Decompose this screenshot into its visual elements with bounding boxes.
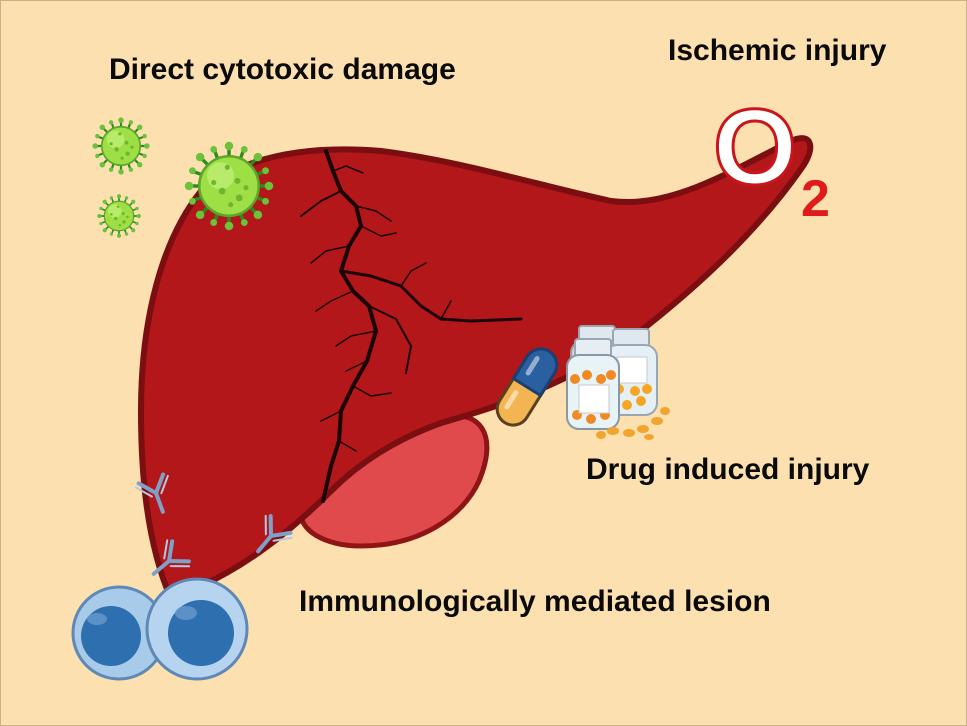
liver-cracks	[300, 149, 523, 503]
virus-icon	[91, 116, 151, 176]
oxygen-symbol: O	[711, 86, 798, 207]
capsule-icon	[495, 347, 559, 427]
label-ischemic-injury: Ischemic injury	[668, 34, 887, 67]
pill-bottle-icon	[566, 325, 670, 440]
liver	[138, 135, 814, 602]
virus-icon	[96, 193, 142, 239]
label-drug-induced: Drug induced injury	[586, 453, 870, 486]
label-immunological: Immunologically mediated lesion	[299, 585, 771, 618]
oxygen-subscript: 2	[801, 170, 830, 228]
label-direct-cytotoxic: Direct cytotoxic damage	[109, 53, 456, 86]
virus-icon	[183, 140, 275, 232]
immune-cell-icon	[145, 577, 249, 681]
immune-cell-icon	[71, 585, 167, 681]
